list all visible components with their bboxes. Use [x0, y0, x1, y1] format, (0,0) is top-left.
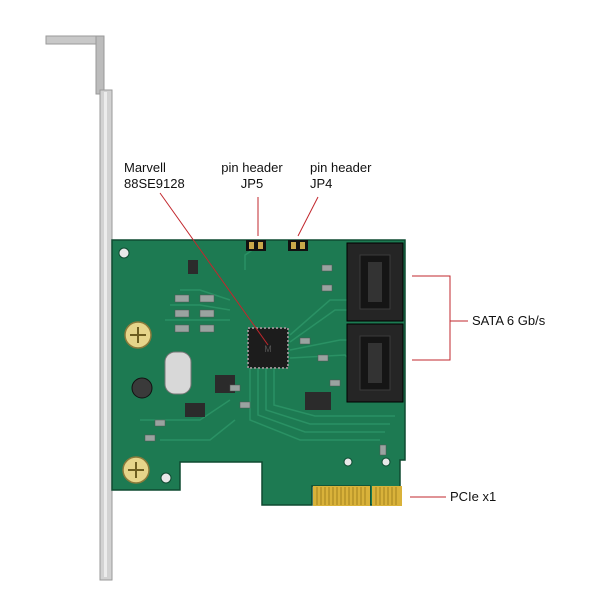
leader-jp4: [297, 196, 319, 237]
label-jp4-id: JP4: [310, 176, 333, 191]
label-marvell-model: 88SE9128: [124, 176, 185, 191]
label-jp4: pin header JP4: [310, 160, 371, 192]
svg-text:M: M: [264, 344, 272, 354]
label-jp4-type: pin header: [310, 160, 372, 175]
label-marvell-name: Marvell: [124, 160, 166, 175]
label-marvell: Marvell 88SE9128: [124, 160, 185, 192]
label-jp5-type: pin header: [221, 160, 283, 175]
leader-marvell: [159, 192, 269, 346]
crystal-oscillator: [164, 351, 192, 395]
label-jp5: pin header JP5: [218, 160, 286, 192]
label-sata: SATA 6 Gb/s: [472, 313, 546, 328]
screw: [124, 321, 152, 349]
marvell-chip: M: [247, 327, 289, 369]
pin-header-jp5: [246, 240, 266, 251]
label-jp5-id: JP5: [240, 176, 264, 191]
pcie-gold-fingers: [313, 486, 402, 506]
sata-bracket: [412, 275, 451, 361]
mounting-bracket: [45, 35, 113, 581]
pcb-board: M: [111, 239, 406, 506]
sata-connector-2: [346, 323, 404, 403]
label-pcie: PCIe x1: [450, 489, 497, 504]
pin-header-jp4: [288, 240, 308, 251]
leader-lines: [159, 192, 468, 498]
sata-connector-1: [346, 242, 404, 322]
screw: [122, 456, 150, 484]
